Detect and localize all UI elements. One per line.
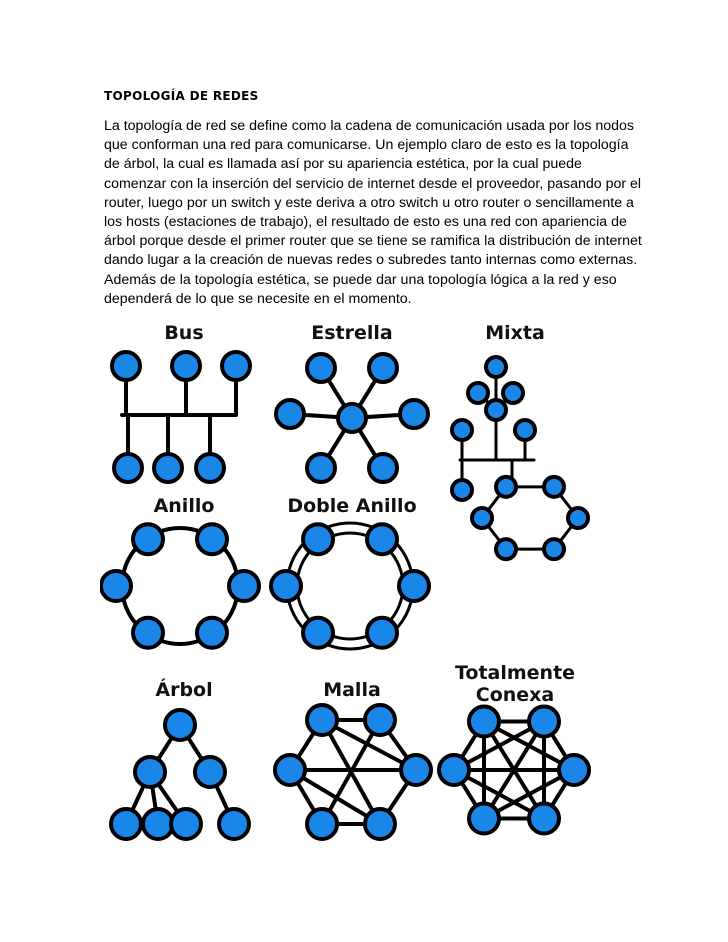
ring-node (131, 615, 165, 650)
bus-node (110, 350, 142, 382)
mesh-link (288, 768, 382, 826)
double-ring-node (301, 522, 335, 557)
full-mesh-node (467, 801, 501, 836)
ring-node (227, 569, 261, 603)
label-conexa: Conexa (476, 684, 555, 706)
ring-node (195, 522, 229, 557)
ring-node (100, 569, 133, 603)
tree-node (193, 755, 227, 789)
mixed-node (450, 418, 474, 442)
mixed-node (466, 381, 490, 405)
star-node (398, 398, 430, 430)
full-mesh-node (437, 753, 471, 787)
mixed-node (484, 355, 508, 379)
full-mesh-node (557, 753, 591, 787)
star-node (305, 452, 337, 484)
full-mesh-node (527, 704, 561, 739)
topology-diagram: Bus Estrella Mixta Anillo Doble Anillo Á… (100, 322, 591, 841)
topology-edges (120, 364, 580, 826)
mixed-node (484, 398, 508, 422)
double-ring-node (365, 522, 399, 557)
double-ring-node (301, 615, 335, 650)
mesh-node (305, 807, 339, 841)
label-bus: Bus (164, 322, 203, 344)
label-arbol: Árbol (155, 678, 212, 701)
full-mesh-link (482, 768, 576, 821)
star-hub-node (336, 402, 368, 434)
ring-node (131, 522, 165, 557)
label-anillo: Anillo (154, 495, 215, 517)
mesh-node (363, 807, 397, 841)
body-paragraph: La topología de red se define como la ca… (104, 118, 642, 307)
mixed-ring-node (566, 506, 590, 530)
label-doble-anillo: Doble Anillo (287, 495, 416, 517)
label-mixta: Mixta (485, 322, 545, 344)
full-mesh-link (452, 719, 546, 772)
mesh-node (273, 753, 307, 787)
mixed-ring-node (542, 474, 566, 499)
bus-node (194, 452, 226, 484)
tree-node (109, 807, 143, 841)
star-node (367, 352, 399, 384)
tree-node (133, 755, 167, 789)
mixed-node (501, 381, 525, 405)
page-heading: TOPOLOGÍA DE REDES (104, 89, 259, 103)
star-node (274, 398, 306, 430)
bus-node (170, 350, 202, 382)
star-node (305, 352, 337, 384)
full-mesh-node (467, 704, 501, 739)
full-mesh-link (452, 768, 546, 821)
tree-node (217, 807, 251, 841)
double-ring-node (365, 615, 399, 650)
label-malla: Malla (323, 679, 381, 701)
ring-node (195, 615, 229, 650)
bus-node (112, 452, 144, 484)
topology-figure: Bus Estrella Mixta Anillo Doble Anillo Á… (100, 314, 600, 858)
star-node (367, 452, 399, 484)
mesh-link (320, 718, 418, 772)
tree-node (141, 807, 175, 841)
tree-node (163, 708, 197, 742)
mixed-ring-node (494, 537, 518, 562)
double-ring-node (397, 569, 431, 603)
label-estrella: Estrella (311, 322, 392, 344)
tree-node (169, 807, 203, 841)
label-totalmente: Totalmente (455, 662, 575, 684)
mixed-ring-node (494, 474, 518, 499)
mesh-node (363, 703, 397, 737)
topology-nodes (100, 350, 591, 841)
mesh-node (399, 753, 433, 787)
full-mesh-node (527, 801, 561, 836)
mixed-node (450, 478, 474, 502)
bus-node (152, 452, 184, 484)
mixed-ring-node (470, 506, 494, 530)
bus-node (220, 350, 252, 382)
mixed-ring-node (542, 537, 566, 562)
mesh-node (305, 703, 339, 737)
mixed-node (513, 418, 537, 442)
double-ring-node (269, 569, 303, 603)
